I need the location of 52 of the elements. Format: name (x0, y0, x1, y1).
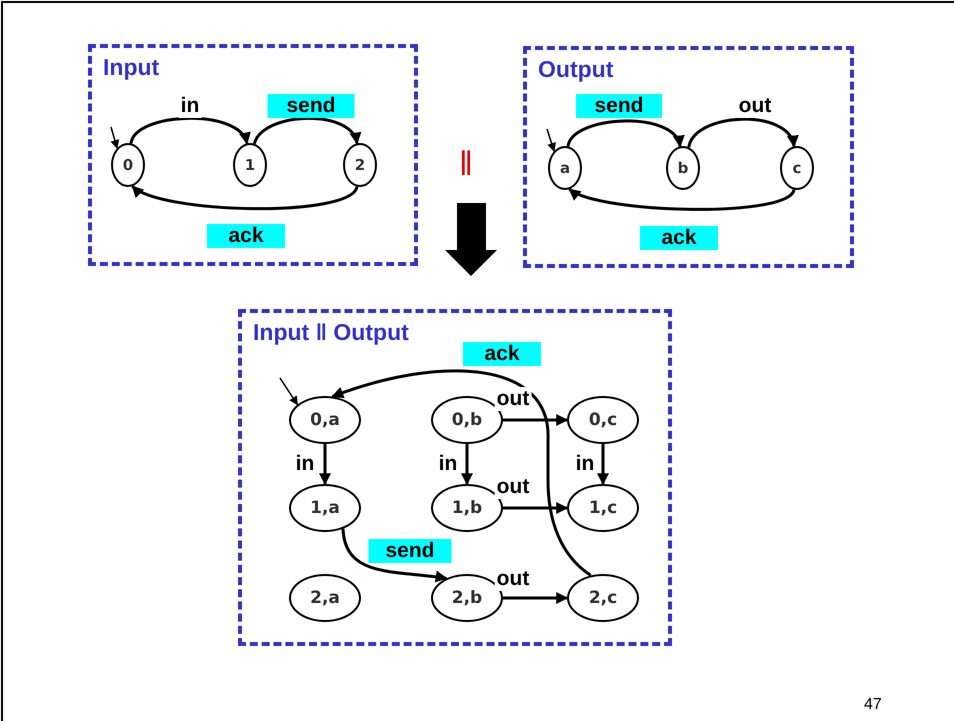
transition-arrow (331, 369, 592, 577)
edge-label: send (268, 94, 354, 118)
edge-label: out (494, 387, 532, 411)
start-arrow (110, 126, 120, 149)
transition-arrow (342, 528, 448, 583)
edge-label: ack (207, 224, 285, 248)
state-ellipse (111, 143, 145, 187)
state-label: 1,b (452, 498, 482, 518)
state-label: 1,a (310, 498, 340, 518)
state-ellipse (548, 146, 582, 190)
transition-arrow (566, 119, 682, 148)
state-label: 0,c (588, 410, 618, 430)
parallel-symbol: ‖ (459, 145, 474, 184)
state-label: 2,a (310, 588, 340, 608)
transition-arrow (568, 188, 796, 211)
state-label: 0,a (310, 410, 340, 430)
transition-arrow (319, 444, 331, 486)
state-label: b (678, 159, 688, 177)
transition-arrow (503, 414, 568, 426)
state-label: c (792, 159, 802, 177)
group-title: Input ‖ Output (253, 319, 409, 346)
edge-label: send (368, 539, 452, 563)
state-label: 0 (122, 156, 134, 174)
transition-arrow (253, 116, 359, 144)
group-title: Output (538, 56, 614, 83)
transition-arrow (131, 185, 358, 210)
state-ellipse (780, 146, 814, 190)
state-ellipse (289, 396, 361, 444)
state-label: 1,c (588, 498, 618, 518)
state-ellipse (343, 143, 377, 187)
start-arrow (546, 128, 556, 152)
state-label: 2,c (588, 588, 618, 608)
state-label: 0,b (452, 410, 482, 430)
transition-arrow (130, 116, 248, 144)
state-label: 2,b (452, 588, 482, 608)
state-ellipse (666, 146, 700, 190)
transition-arrow (597, 444, 609, 486)
transition-arrow (687, 118, 796, 148)
edge-label: ack (640, 226, 718, 250)
transition-arrow (503, 592, 568, 604)
edge-label: ack (463, 342, 541, 366)
transition-arrow (503, 502, 568, 514)
state-ellipse (233, 143, 267, 187)
state-label: 1 (244, 156, 256, 174)
state-label: a (560, 159, 570, 177)
start-arrow (279, 378, 298, 406)
transition-arrow (461, 444, 473, 486)
edge-label: send (576, 94, 662, 118)
page-number: 47 (864, 696, 882, 714)
group-title: Input (103, 54, 160, 81)
state-label: 2 (354, 156, 366, 174)
edge-label: in (178, 94, 202, 118)
